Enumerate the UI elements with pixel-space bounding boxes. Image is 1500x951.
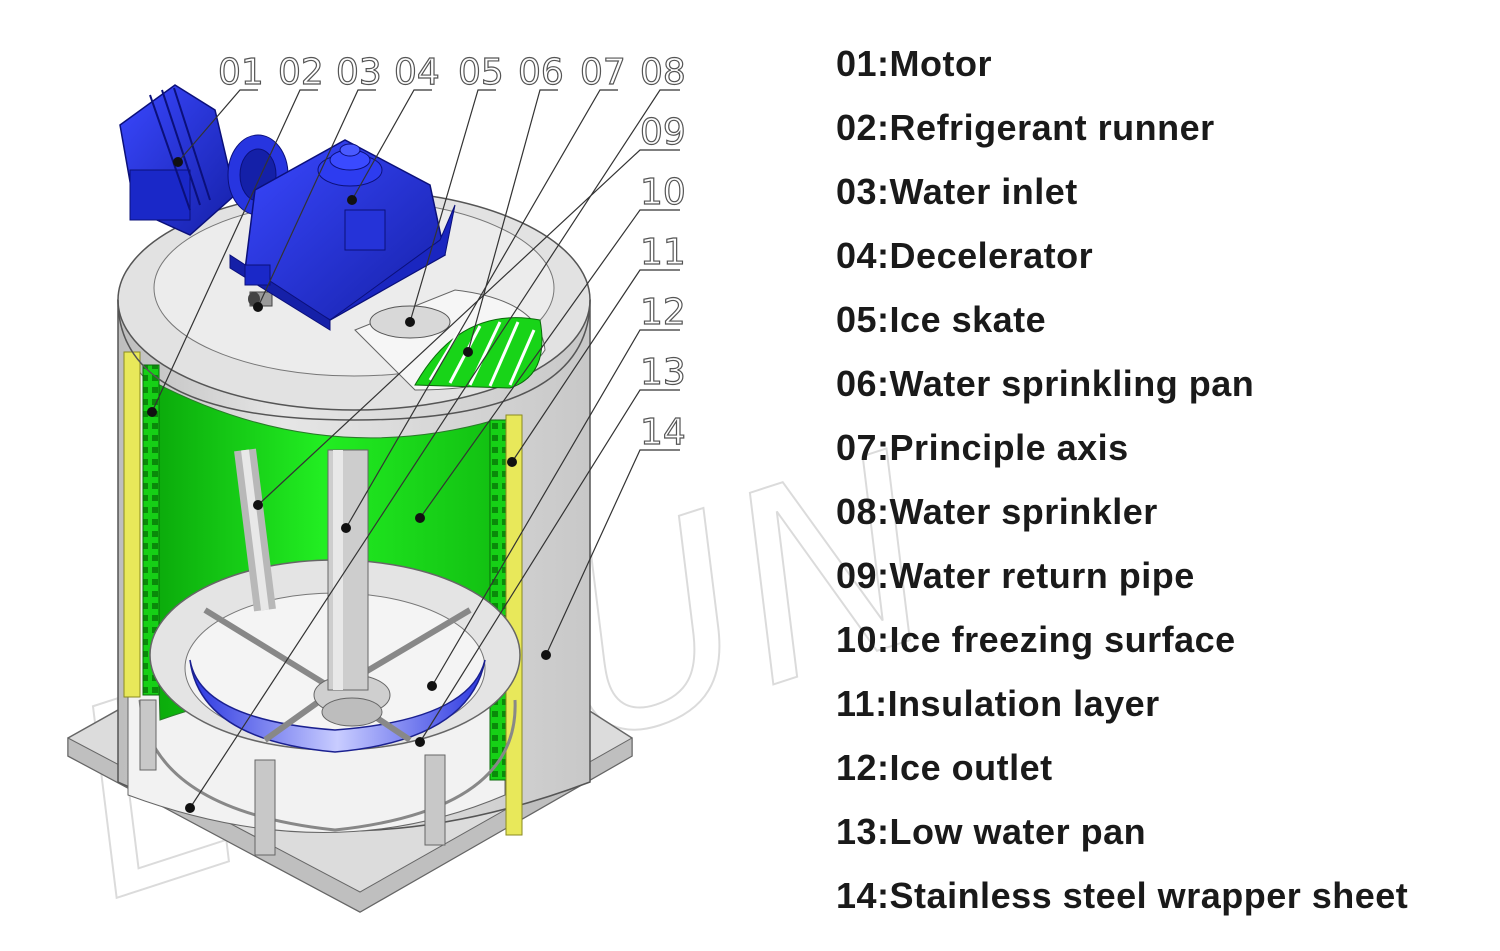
callout-06: 06 bbox=[518, 52, 564, 93]
legend-label: Refrigerant runner bbox=[889, 107, 1215, 148]
legend-num: 08 bbox=[836, 491, 878, 532]
legend-item: 06:Water sprinkling pan bbox=[836, 363, 1255, 404]
legend-label: Water sprinkler bbox=[889, 491, 1158, 532]
legend-item: 14:Stainless steel wrapper sheet bbox=[836, 875, 1409, 916]
legend-label: Insulation layer bbox=[887, 683, 1160, 724]
callout-11: 11 bbox=[640, 232, 686, 273]
callout-08: 08 bbox=[640, 52, 686, 93]
principle-axis bbox=[327, 449, 369, 691]
legend-item: 01:Motor bbox=[836, 43, 993, 84]
callout-numbers: 01 02 03 04 05 06 07 08 09 10 11 12 13 1… bbox=[217, 51, 686, 453]
legend-label: Ice freezing surface bbox=[889, 619, 1236, 660]
legend-num: 02 bbox=[836, 107, 878, 148]
legend-item: 07:Principle axis bbox=[836, 427, 1129, 468]
legend-num: 01 bbox=[836, 43, 878, 84]
legend-label: Principle axis bbox=[889, 427, 1129, 468]
callout-13: 13 bbox=[640, 352, 686, 393]
water-return-pipe bbox=[234, 448, 276, 612]
legend-label: Low water pan bbox=[889, 811, 1147, 852]
legend-item: 11:Insulation layer bbox=[836, 683, 1160, 724]
low-water-pan bbox=[189, 659, 486, 753]
legend-item: 10:Ice freezing surface bbox=[836, 619, 1236, 660]
legend-label: Water inlet bbox=[889, 171, 1078, 212]
leader-lines bbox=[151, 89, 680, 809]
callout-14: 14 bbox=[640, 412, 686, 453]
legend-label: Decelerator bbox=[889, 235, 1094, 276]
legend-num: 13 bbox=[836, 811, 878, 852]
callout-07: 07 bbox=[580, 52, 626, 93]
legend-item: 09:Water return pipe bbox=[836, 555, 1195, 596]
legend-label: Ice outlet bbox=[889, 747, 1053, 788]
callout-12: 12 bbox=[640, 292, 686, 333]
legend-item: 02:Refrigerant runner bbox=[836, 107, 1215, 148]
legend-label: Ice skate bbox=[889, 299, 1047, 340]
parts-legend: 01:Motor 02:Refrigerant runner 03:Water … bbox=[836, 40, 1408, 936]
legend-num: 05 bbox=[836, 299, 878, 340]
legend-num: 14 bbox=[836, 875, 878, 916]
leader-dots bbox=[147, 157, 551, 813]
legend-num: 10 bbox=[836, 619, 878, 660]
ice-freezing-surface-right bbox=[489, 419, 507, 781]
callout-04: 04 bbox=[394, 52, 440, 93]
callout-09: 09 bbox=[640, 112, 686, 153]
callout-02: 02 bbox=[278, 52, 324, 93]
legend-item: 12:Ice outlet bbox=[836, 747, 1053, 788]
legend-item: 08:Water sprinkler bbox=[836, 491, 1158, 532]
ice-freezing-surface-left bbox=[142, 364, 160, 696]
callout-05: 05 bbox=[458, 52, 504, 93]
legend-num: 06 bbox=[836, 363, 878, 404]
callout-03: 03 bbox=[336, 52, 382, 93]
legend-label: Motor bbox=[889, 43, 993, 84]
legend-num: 04 bbox=[836, 235, 878, 276]
legend-item: 05:Ice skate bbox=[836, 299, 1047, 340]
legend-num: 11 bbox=[836, 683, 876, 724]
legend-label: Water sprinkling pan bbox=[889, 363, 1255, 404]
legend-num: 03 bbox=[836, 171, 878, 212]
decelerator bbox=[229, 139, 456, 331]
callout-01: 01 bbox=[218, 52, 264, 93]
insulation-layer-left bbox=[123, 351, 141, 698]
callout-10: 10 bbox=[640, 172, 686, 213]
legend-num: 07 bbox=[836, 427, 878, 468]
legend-item: 03:Water inlet bbox=[836, 171, 1078, 212]
legend-num: 09 bbox=[836, 555, 878, 596]
legend-num: 12 bbox=[836, 747, 878, 788]
legend-label: Water return pipe bbox=[889, 555, 1195, 596]
legend-item: 13:Low water pan bbox=[836, 811, 1147, 852]
legend-item: 04:Decelerator bbox=[836, 235, 1094, 276]
legend-label: Stainless steel wrapper sheet bbox=[889, 875, 1409, 916]
water-sprinkling-pan bbox=[414, 317, 543, 389]
